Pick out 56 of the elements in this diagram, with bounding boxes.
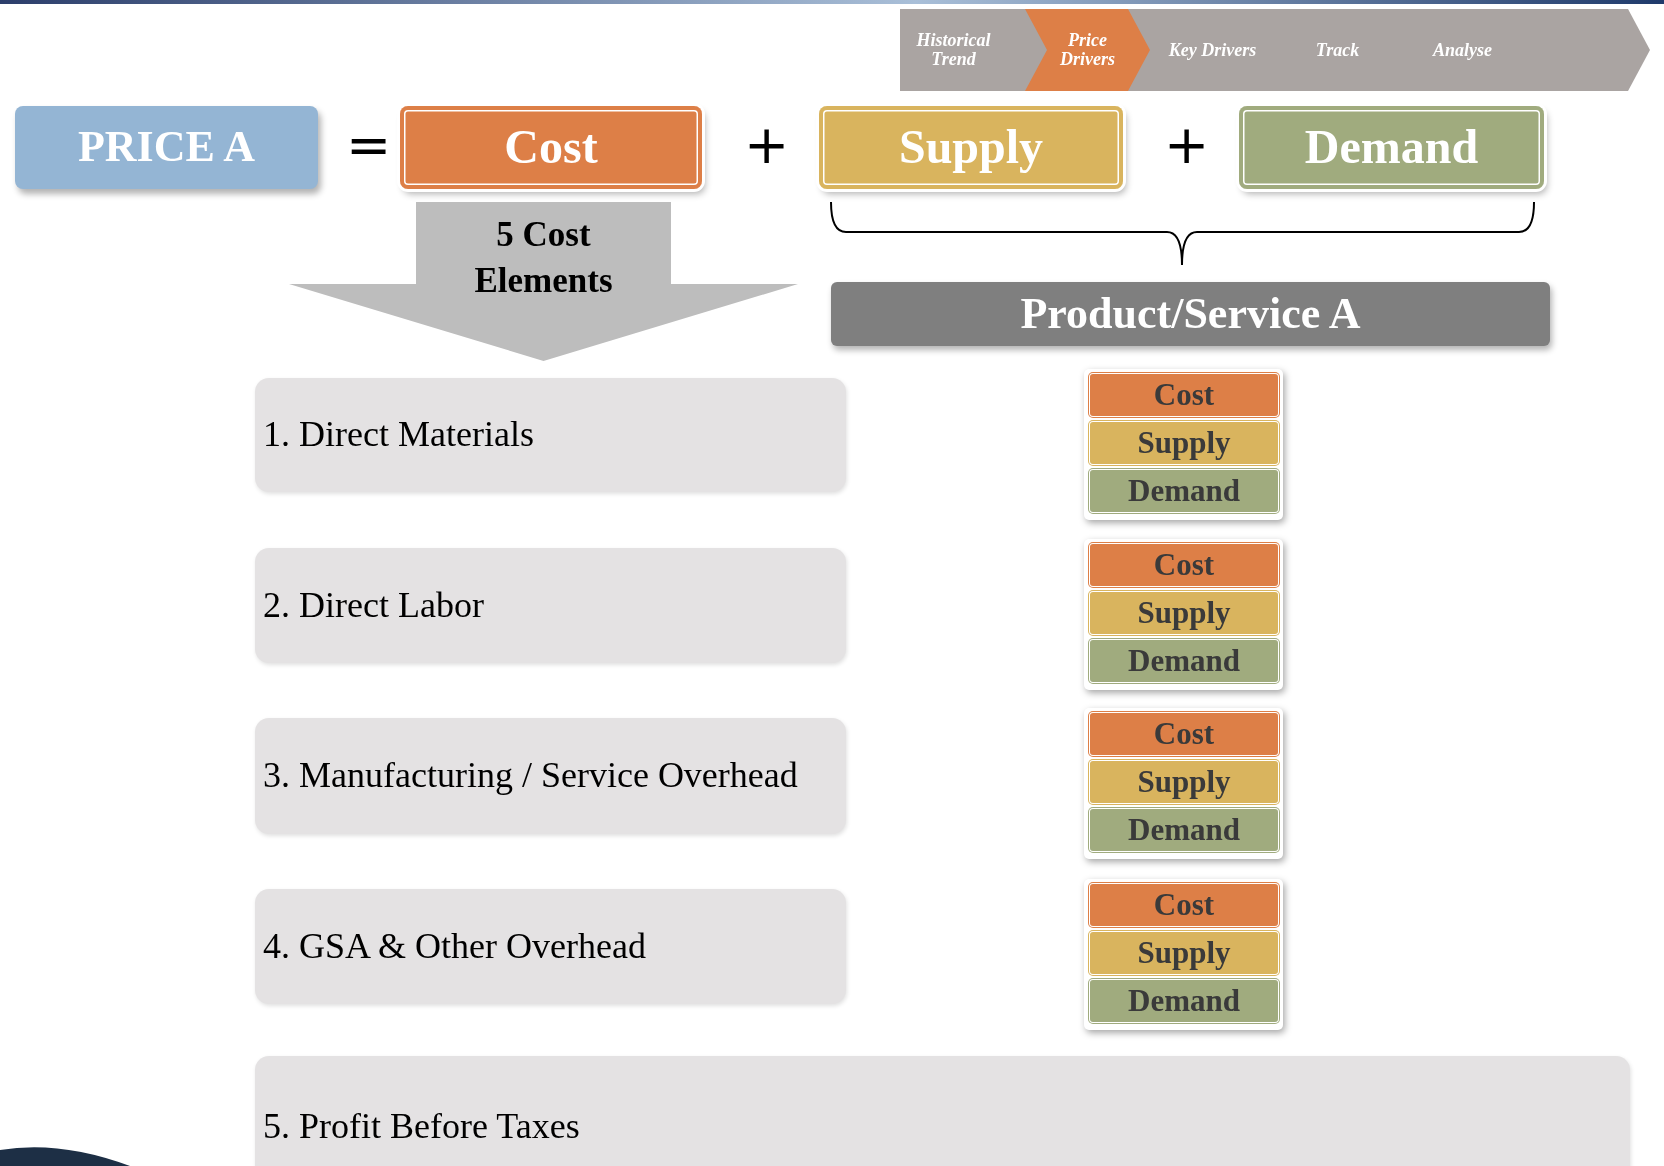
operator-symbol: + bbox=[1164, 118, 1210, 172]
cost-box bbox=[1089, 373, 1279, 417]
box-label: Supply bbox=[1137, 596, 1231, 630]
cost-element-row bbox=[255, 378, 846, 492]
down-block-arrow bbox=[289, 202, 798, 361]
demand-box bbox=[1089, 808, 1279, 852]
box-label: Cost bbox=[1153, 548, 1215, 582]
cost-element-label: 1. Direct Materials bbox=[263, 416, 534, 454]
step-label: Historical Trend bbox=[915, 31, 992, 69]
box-label: Demand bbox=[1128, 474, 1240, 508]
box-label: PRICE A bbox=[77, 124, 256, 171]
supply-box bbox=[1089, 931, 1279, 975]
box-label: Demand bbox=[1128, 813, 1240, 847]
step-label: Price Drivers bbox=[1059, 31, 1116, 69]
cost-element-label: 3. Manufacturing / Service Overhead bbox=[263, 757, 798, 795]
cost-element-row bbox=[255, 718, 846, 834]
cost-box bbox=[1089, 712, 1279, 756]
supply-box bbox=[1089, 591, 1279, 635]
cost-box bbox=[1089, 883, 1279, 927]
box-label: Product/Service A bbox=[1020, 290, 1361, 338]
cost-element-row bbox=[255, 548, 846, 663]
price-box bbox=[15, 106, 318, 189]
cost-element-label: 2. Direct Labor bbox=[263, 586, 484, 625]
operator-symbol: + bbox=[744, 118, 790, 172]
demand-box bbox=[1089, 469, 1279, 513]
cost-box bbox=[1089, 543, 1279, 587]
demand-box bbox=[1089, 639, 1279, 683]
supply-box bbox=[819, 106, 1123, 189]
process-step bbox=[1525, 9, 1650, 91]
box-label: Cost bbox=[1153, 717, 1215, 751]
box-label: Demand bbox=[1304, 122, 1479, 173]
box-label: Cost bbox=[1153, 378, 1215, 412]
product-header-bar bbox=[831, 282, 1550, 346]
demand-box bbox=[1239, 106, 1544, 189]
box-label: Supply bbox=[1137, 936, 1231, 970]
step-label: Analyse bbox=[1433, 40, 1492, 60]
step-label: Track bbox=[1315, 40, 1360, 60]
box-label: Cost bbox=[504, 122, 598, 173]
box-label: 5 Cost Elements bbox=[473, 214, 614, 302]
supply-box bbox=[1089, 421, 1279, 465]
cost-box bbox=[400, 106, 702, 189]
demand-box bbox=[1089, 979, 1279, 1023]
operator-symbol: = bbox=[346, 118, 392, 172]
cost-element-label: 4. GSA & Other Overhead bbox=[263, 927, 646, 966]
cost-element-row bbox=[255, 1056, 1630, 1166]
box-label: Supply bbox=[1137, 765, 1231, 799]
process-step bbox=[900, 9, 1025, 91]
box-label: Cost bbox=[1153, 888, 1215, 922]
cost-element-label: 5. Profit Before Taxes bbox=[263, 1108, 580, 1146]
box-label: Supply bbox=[898, 122, 1044, 173]
cost-element-row bbox=[255, 889, 846, 1004]
box-label: Demand bbox=[1128, 644, 1240, 678]
box-label: Supply bbox=[1137, 426, 1231, 460]
step-label: Key Drivers bbox=[1168, 40, 1257, 60]
box-label: Demand bbox=[1128, 984, 1240, 1018]
supply-box bbox=[1089, 760, 1279, 804]
